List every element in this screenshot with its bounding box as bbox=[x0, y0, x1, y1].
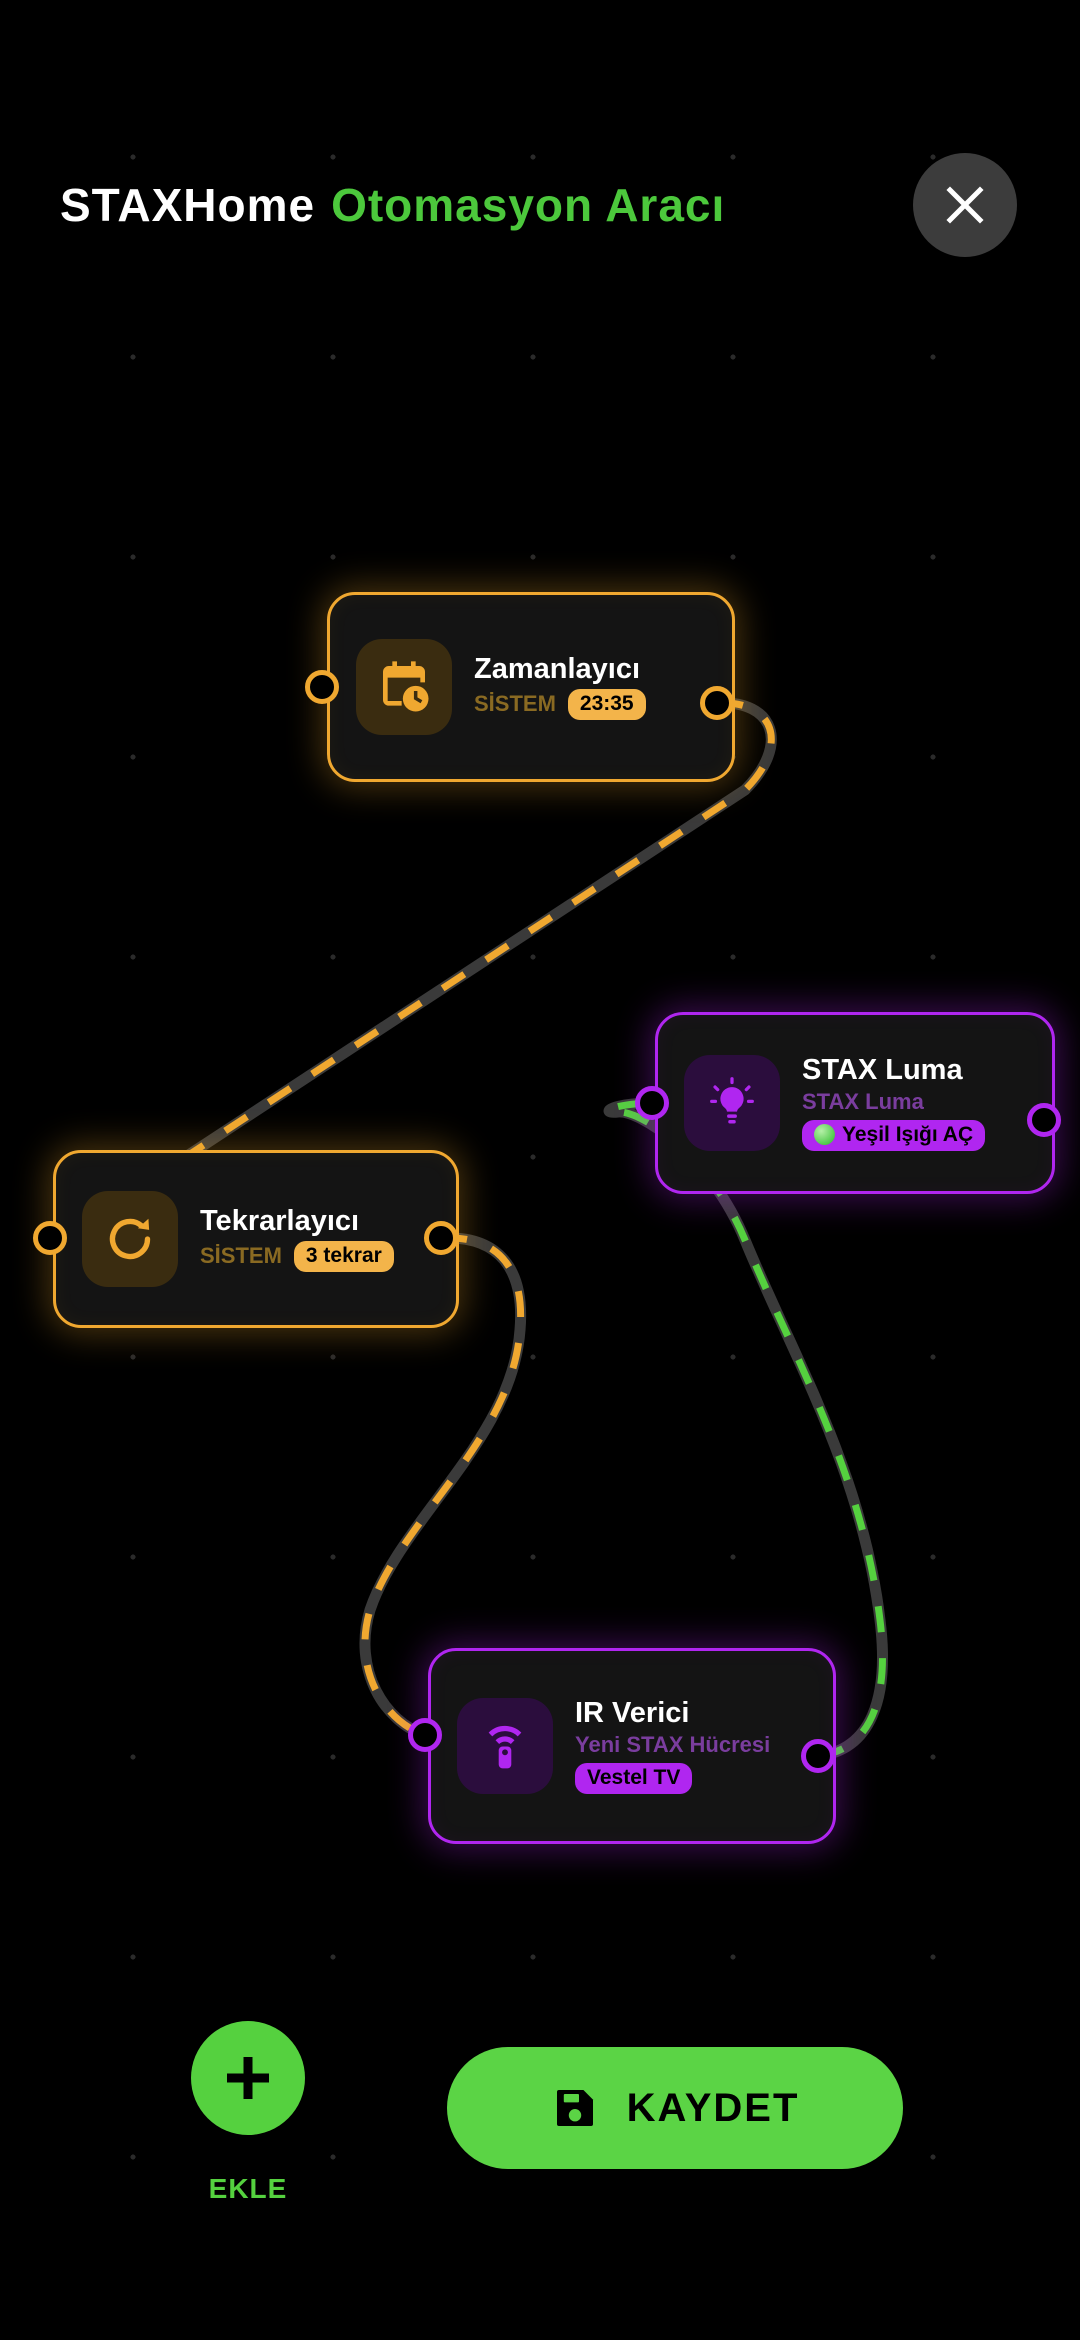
save-button-label: KAYDET bbox=[626, 2085, 800, 2130]
port-tekrarlayici-input[interactable] bbox=[33, 1221, 67, 1255]
node-badge-label: Yeşil Işığı AÇ bbox=[842, 1122, 974, 1146]
node-meta-row: SİSTEM 23:35 bbox=[474, 688, 646, 720]
node-text-block: Tekrarlayıcı SİSTEM 3 tekrar bbox=[200, 1205, 394, 1272]
save-button[interactable]: KAYDET bbox=[447, 2047, 903, 2169]
refresh-icon bbox=[109, 1218, 151, 1260]
node-meta-row: STAX Luma Yeşil Işığı AÇ bbox=[802, 1088, 986, 1151]
node-stax-luma[interactable]: STAX Luma STAX Luma Yeşil Işığı AÇ bbox=[655, 1012, 1055, 1194]
node-meta-row: SİSTEM 3 tekrar bbox=[200, 1240, 394, 1272]
node-title: Zamanlayıcı bbox=[474, 653, 641, 686]
node-badge: 3 tekrar bbox=[293, 1240, 394, 1272]
node-badge-label: 3 tekrar bbox=[305, 1243, 382, 1267]
node-badge: Yeşil Işığı AÇ bbox=[802, 1119, 986, 1151]
plus-icon bbox=[227, 2057, 269, 2099]
close-button[interactable] bbox=[913, 153, 1017, 257]
page-title-accent: Otomasyon Aracı bbox=[331, 179, 726, 231]
node-badge-label: Vestel TV bbox=[587, 1765, 681, 1789]
port-stax-luma-output[interactable] bbox=[1027, 1103, 1061, 1137]
lightbulb-icon bbox=[710, 1077, 754, 1124]
node-title: STAX Luma bbox=[802, 1054, 963, 1087]
node-title: IR Verici bbox=[575, 1697, 690, 1730]
page-title: STAXHome Otomasyon Aracı bbox=[60, 145, 725, 265]
node-badge: Vestel TV bbox=[575, 1762, 693, 1794]
node-subtitle: SİSTEM bbox=[474, 691, 556, 717]
port-tekrarlayici-output[interactable] bbox=[424, 1221, 458, 1255]
ir-remote-icon bbox=[488, 1725, 522, 1769]
header: STAXHome Otomasyon Aracı bbox=[0, 145, 1080, 265]
port-zamanlayici-input[interactable] bbox=[305, 670, 339, 704]
node-icon-wrapper bbox=[457, 1698, 553, 1794]
node-text-block: Zamanlayıcı SİSTEM 23:35 bbox=[474, 653, 646, 720]
node-icon-wrapper bbox=[684, 1055, 780, 1151]
page-title-brand: STAXHome bbox=[60, 179, 316, 231]
floppy-disk-icon bbox=[556, 2090, 593, 2126]
node-zamanlayici[interactable]: Zamanlayıcı SİSTEM 23:35 bbox=[327, 592, 735, 782]
node-badge-label: 23:35 bbox=[579, 691, 634, 715]
node-meta-row: Yeni STAX Hücresi Vestel TV bbox=[575, 1731, 771, 1794]
node-ir-verici[interactable]: IR Verici Yeni STAX Hücresi Vestel TV bbox=[428, 1648, 836, 1844]
node-title: Tekrarlayıcı bbox=[200, 1205, 360, 1238]
port-ir-verici-output[interactable] bbox=[801, 1739, 835, 1773]
node-icon-wrapper bbox=[82, 1191, 178, 1287]
node-badge: 23:35 bbox=[567, 688, 646, 720]
green-status-dot-icon bbox=[814, 1124, 835, 1146]
port-ir-verici-input[interactable] bbox=[408, 1718, 442, 1752]
port-zamanlayici-output[interactable] bbox=[700, 686, 734, 720]
close-icon bbox=[946, 186, 984, 224]
node-subtitle: STAX Luma bbox=[802, 1088, 924, 1114]
node-icon-wrapper bbox=[356, 639, 452, 735]
port-stax-luma-input[interactable] bbox=[635, 1086, 669, 1120]
calendar-clock-icon bbox=[383, 661, 429, 712]
node-subtitle: SİSTEM bbox=[200, 1243, 282, 1269]
node-text-block: STAX Luma STAX Luma Yeşil Işığı AÇ bbox=[802, 1054, 986, 1151]
add-node-button[interactable] bbox=[191, 2021, 305, 2135]
add-node-label: EKLE bbox=[208, 2173, 288, 2204]
node-text-block: IR Verici Yeni STAX Hücresi Vestel TV bbox=[575, 1697, 771, 1794]
node-subtitle: Yeni STAX Hücresi bbox=[575, 1731, 771, 1757]
node-tekrarlayici[interactable]: Tekrarlayıcı SİSTEM 3 tekrar bbox=[53, 1150, 459, 1328]
